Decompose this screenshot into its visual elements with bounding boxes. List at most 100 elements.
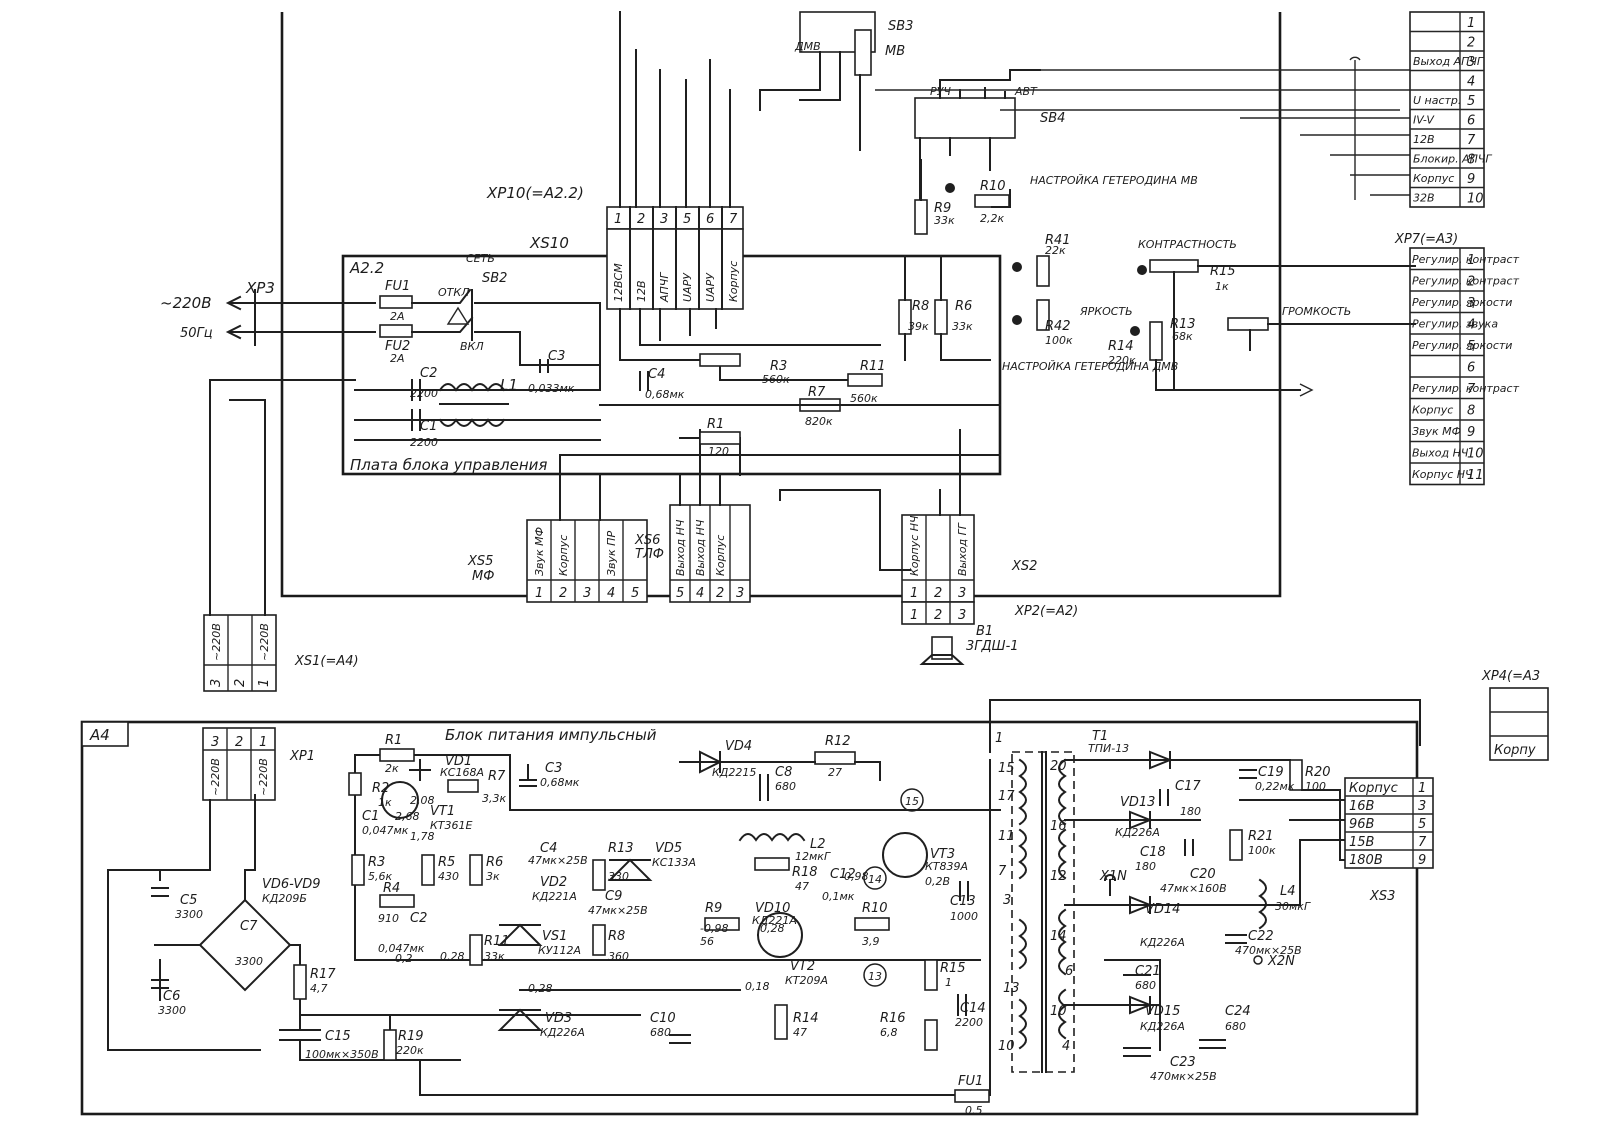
- r10-name: R10: [980, 179, 1006, 194]
- board-ref: A2.2: [349, 259, 384, 277]
- fu1-p-value: 0,5: [965, 1104, 983, 1117]
- rc-top-pin: 9: [1467, 172, 1475, 187]
- c6-name: C6: [163, 989, 180, 1004]
- xs5-label: Звук МФ: [533, 527, 546, 576]
- c14-value: 2200: [955, 1016, 983, 1029]
- transformer-t1: [989, 699, 1421, 1096]
- xp7-label: XP7(=A3): [1394, 232, 1458, 247]
- xs10-pin: 6: [706, 212, 714, 227]
- r6-p-value: 3к: [486, 870, 500, 883]
- bridge-rectifier: [107, 794, 301, 1051]
- c22-name: C22: [1248, 929, 1274, 944]
- sb2-on: ВКЛ: [460, 340, 484, 353]
- c2-p-value: 0,047мк: [378, 942, 425, 955]
- rc-top-label: 12В: [1413, 133, 1435, 146]
- xs3-row-label: 180В: [1349, 853, 1383, 868]
- vd2-value: КД221А: [532, 890, 577, 903]
- top-bus-wires: [875, 56, 1410, 200]
- voltage-reading: 0,28: [528, 982, 553, 995]
- r14-value: 220к: [1108, 354, 1136, 367]
- xp4-pin-label: Корпу: [1494, 743, 1536, 758]
- r21-value: 100к: [1248, 844, 1276, 857]
- r15-name: R15: [1210, 264, 1236, 279]
- xp7-row-label: Регулир. контраст: [1412, 382, 1520, 395]
- vd13-name: VD13: [1120, 795, 1155, 810]
- rc-top-label: Выход АПЧГ: [1413, 55, 1484, 68]
- rc-top-label: U настр.: [1413, 94, 1461, 107]
- r5-p-value: 430: [438, 870, 459, 883]
- voltage-reading: 2,08: [410, 794, 435, 807]
- xs3-row-pin: 7: [1418, 835, 1427, 850]
- l2-value: 12мкГ: [795, 850, 831, 863]
- r14-name: R14: [1108, 339, 1134, 354]
- c12-value: 0,1мк: [822, 890, 855, 903]
- l2-name: L2: [810, 837, 826, 852]
- vd2-name: VD2: [540, 875, 567, 890]
- xs6-label: Выход НЧ: [694, 519, 707, 576]
- rc-top-label: IV-V: [1413, 114, 1435, 127]
- r9-p-value: 56: [700, 935, 714, 948]
- xs6-label: Выход НЧ: [674, 519, 687, 576]
- vd3-value: КД226А: [540, 1026, 585, 1039]
- r2-p-name: R2: [372, 781, 389, 796]
- r15-value: 1к: [1215, 280, 1229, 293]
- xp7-row-pin: 4: [1467, 318, 1475, 333]
- xs6-pin: 3: [736, 586, 744, 601]
- c4-p-name: C4: [540, 841, 557, 856]
- rc-top-label: 32В: [1413, 192, 1435, 205]
- rc-top-pin: 8: [1467, 153, 1475, 168]
- r6-p-name: R6: [486, 855, 503, 870]
- t1-pin-number: 3: [1003, 893, 1011, 908]
- c8-name: C8: [775, 765, 792, 780]
- r17-c15-r19: [279, 964, 956, 1096]
- r3-value: 560к: [762, 373, 790, 386]
- r19-value: 220к: [396, 1044, 424, 1057]
- xp10-label: XP10(=A2.2): [486, 184, 584, 202]
- voltage-reading: 0,2: [395, 952, 413, 965]
- rc-top-pin: 1: [1467, 16, 1475, 31]
- r41-value: 22к: [1045, 244, 1066, 257]
- xs3-row-pin: 3: [1418, 799, 1426, 814]
- vt1-value: КТ361Е: [430, 819, 473, 832]
- vd15-value: КД226А: [1140, 1020, 1185, 1033]
- vd6-value: КД209Б: [262, 892, 307, 905]
- rc-top-label: Блокир. АПЧГ: [1413, 153, 1492, 166]
- xs10-pin-label: UАРУ: [681, 272, 694, 302]
- rc-top-pin: 4: [1467, 75, 1475, 90]
- xp7-row-label: Выход НЧ: [1412, 447, 1469, 460]
- r13-p-name: R13: [608, 841, 634, 856]
- xs6-pin: 2: [716, 586, 724, 601]
- vd10-value: КД221А: [752, 914, 797, 927]
- c3-p-name: C3: [545, 761, 562, 776]
- c1-p-value: 0,047мк: [362, 824, 409, 837]
- r7-p-name: R7: [488, 769, 506, 784]
- xs5-sub: МФ: [472, 569, 494, 584]
- vd6-name: VD6-VD9: [262, 877, 321, 892]
- c1-p-name: C1: [362, 809, 379, 824]
- r13-value: 68к: [1172, 330, 1193, 343]
- r8-value: 39к: [908, 320, 929, 333]
- sb4-label: SB4: [1040, 111, 1065, 126]
- contrast-label: КОНТРАСТНОСТЬ: [1138, 238, 1237, 251]
- c2-value: 2200: [410, 387, 438, 400]
- vd10-name: VD10: [755, 901, 790, 916]
- fu2-name: FU2: [385, 339, 410, 354]
- xp1-label: ~220В: [257, 758, 270, 796]
- xs5-label: Звук ПР: [605, 531, 618, 576]
- r3-p-name: R3: [368, 855, 385, 870]
- xp7-row-pin: 3: [1467, 296, 1475, 311]
- c10-value: 680: [650, 1026, 671, 1039]
- r8-name: R8: [912, 299, 929, 314]
- xp7-row-pin: 10: [1467, 447, 1484, 462]
- r15-p-value: 1: [945, 976, 952, 989]
- xp1-pin: 2: [235, 735, 243, 750]
- xp4-connector: [1489, 687, 1549, 761]
- c7-value: 3300: [235, 955, 263, 968]
- vd5-name: VD5: [655, 841, 682, 856]
- sb3-label: SB3: [888, 19, 913, 34]
- c23-value: 470мк×25В: [1150, 1070, 1217, 1083]
- c15-value: 100мк×350В: [305, 1048, 379, 1061]
